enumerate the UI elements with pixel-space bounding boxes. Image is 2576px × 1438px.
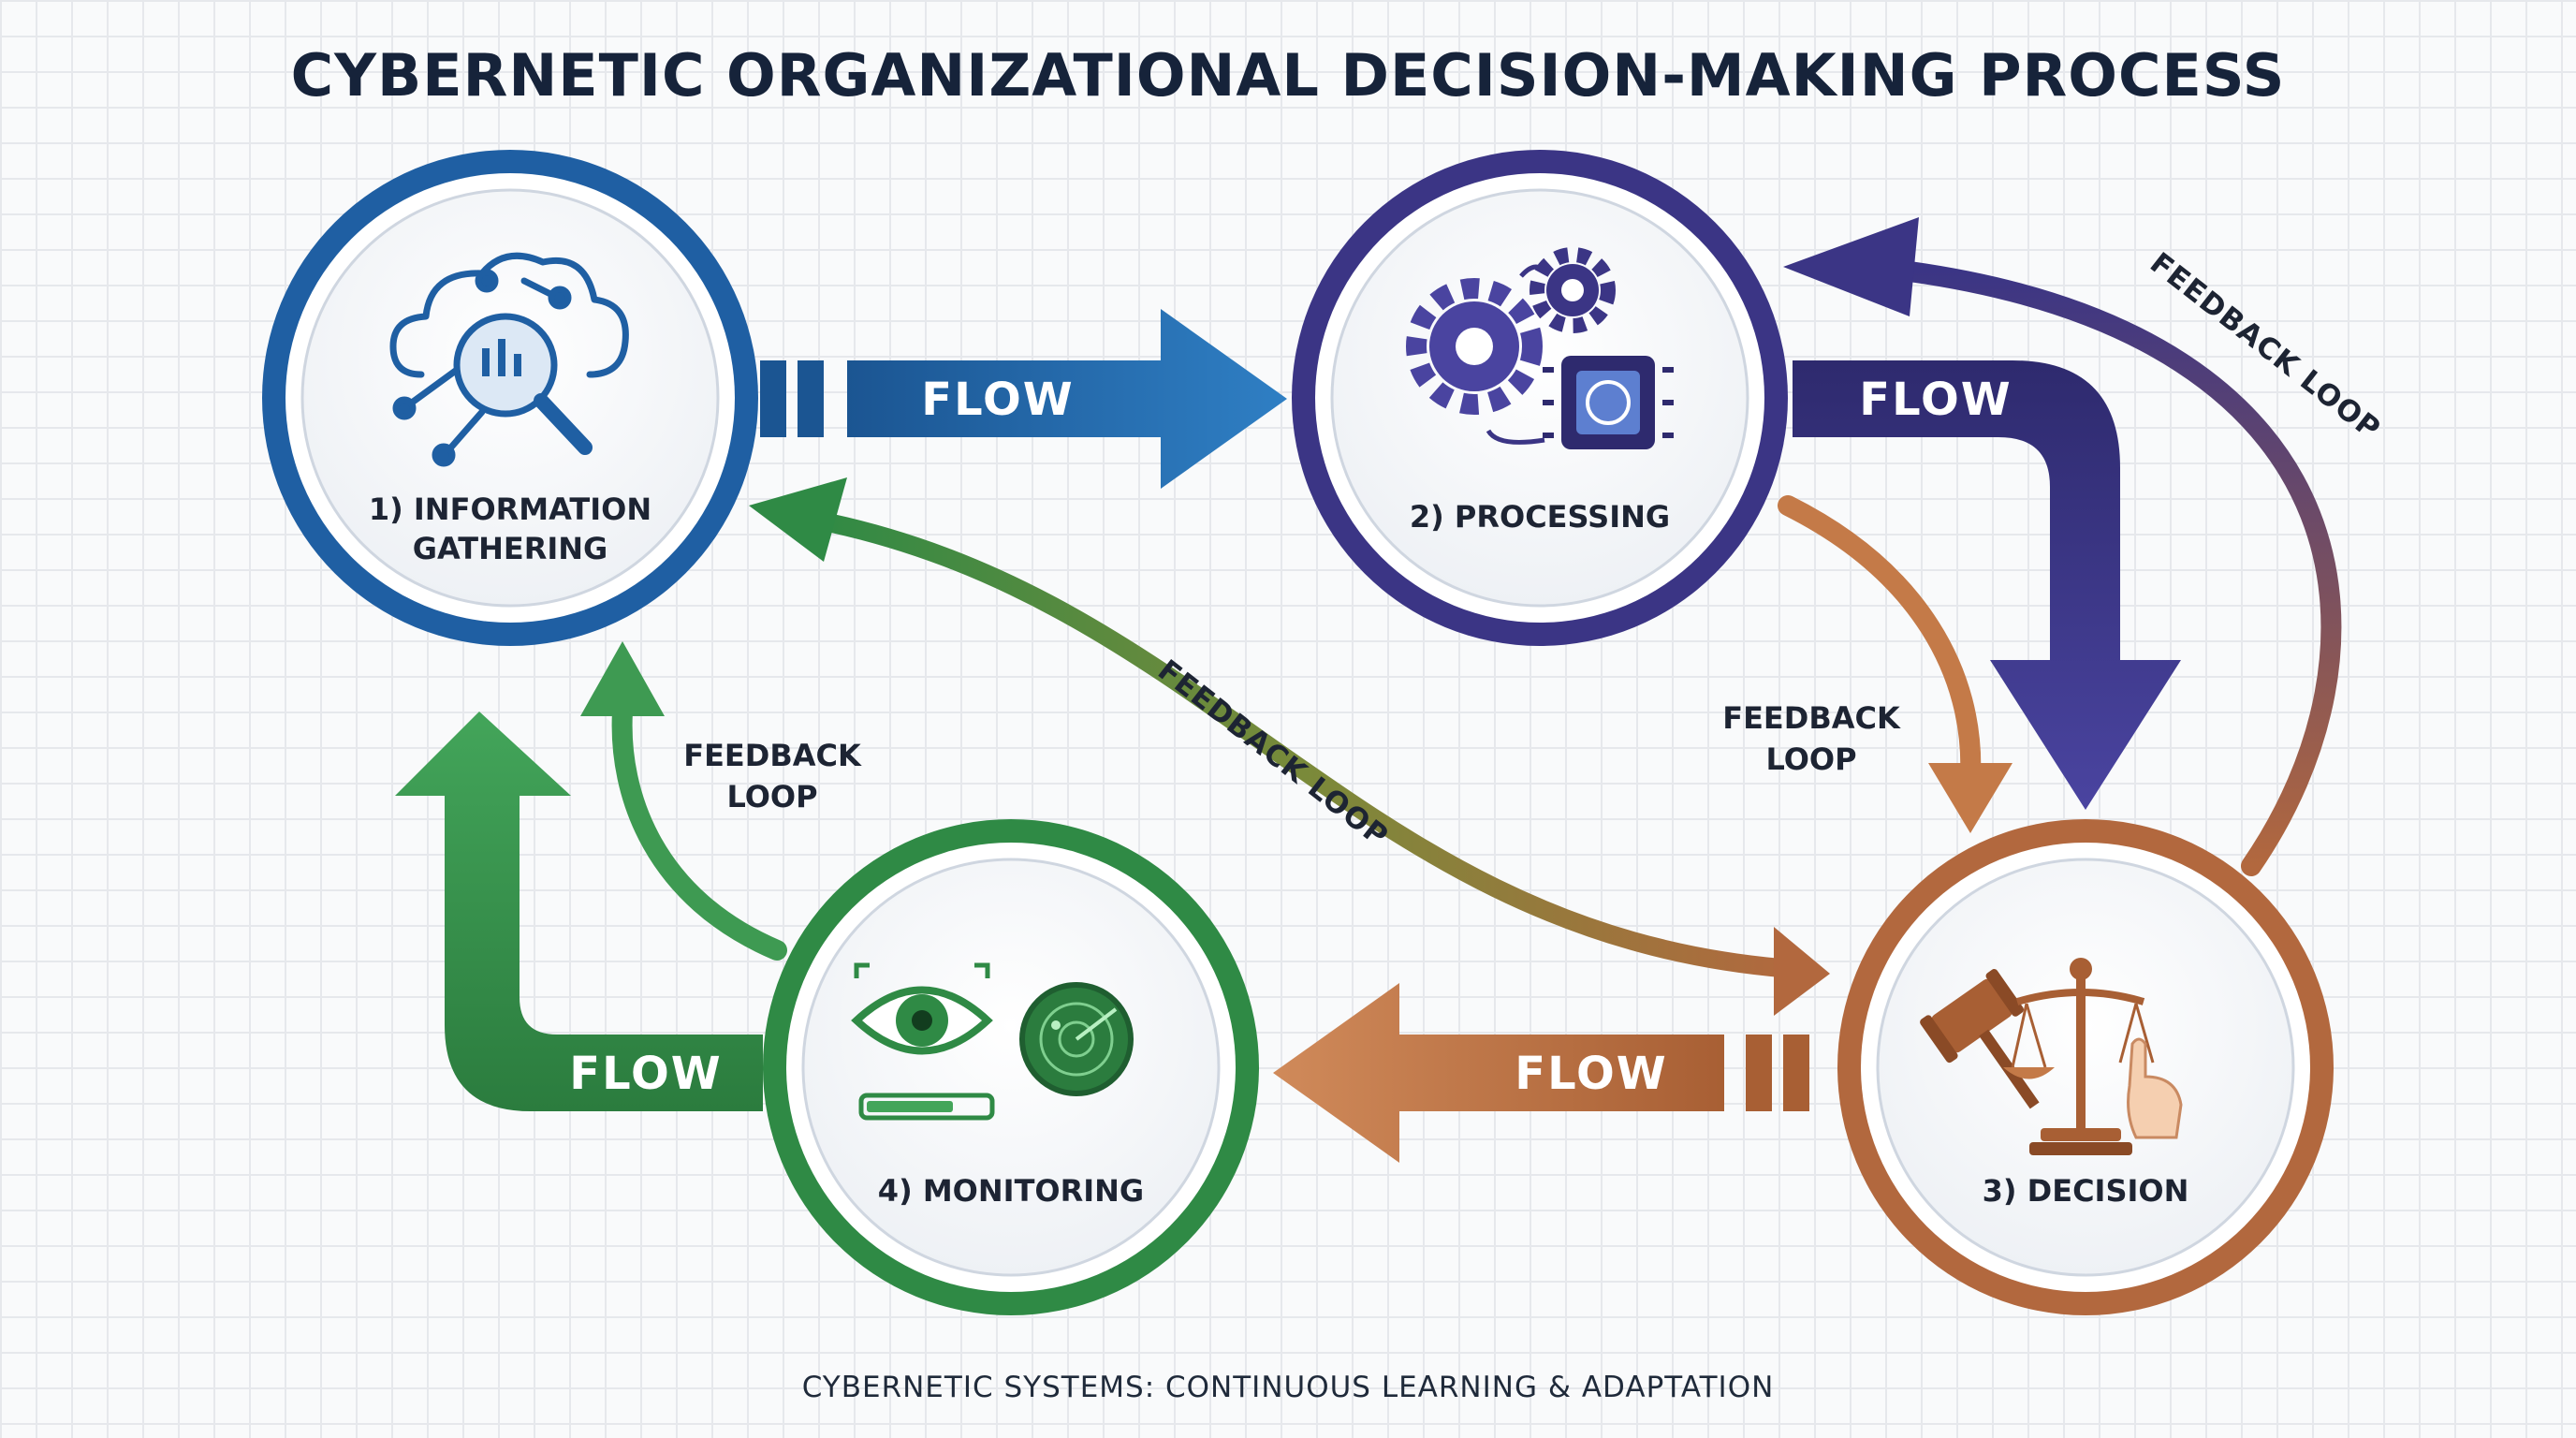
right-feedback-label-line1: FEEDBACK xyxy=(1722,700,1901,736)
gears-chip-icon xyxy=(1406,247,1674,449)
node-label-decision: 3) DECISION xyxy=(1983,1173,2189,1209)
node-processing: 2) PROCESSING xyxy=(1292,150,1788,646)
left-feedback-label-line2: LOOP xyxy=(726,779,817,814)
node-information-gathering: 1) INFORMATION GATHERING xyxy=(262,150,758,646)
diagonal-feedback-loop-arrow xyxy=(749,477,1830,1016)
node-label-gathering-line1: 1) INFORMATION xyxy=(369,492,651,527)
page-title: CYBERNETIC ORGANIZATIONAL DECISION-MAKIN… xyxy=(291,41,2286,110)
flow-label-1: FLOW xyxy=(921,374,1074,426)
node-decision: 3) DECISION xyxy=(1837,819,2334,1315)
cloud-search-icon xyxy=(389,252,629,467)
outer-feedback-loop-arrow xyxy=(1783,217,2342,876)
flow-label-2: FLOW xyxy=(1859,374,2012,426)
gavel-scales-icon xyxy=(1920,958,2183,1155)
eye-radar-icon xyxy=(851,962,1134,1121)
right-feedback-label-line2: LOOP xyxy=(1765,741,1856,777)
right-feedback-loop-arrow xyxy=(1778,495,2012,833)
diagonal-feedback-loop-label: FEEDBACK LOOP xyxy=(1151,653,1395,854)
flow-arrow-decision-to-monitoring xyxy=(1273,983,1809,1163)
page-subtitle: CYBERNETIC SYSTEMS: CONTINUOUS LEARNING … xyxy=(802,1371,1775,1404)
flow-arrow-processing-to-decision xyxy=(1793,360,2181,810)
flow-label-4: FLOW xyxy=(569,1048,722,1100)
outer-feedback-loop-label: FEEDBACK LOOP xyxy=(2144,246,2387,447)
left-feedback-loop-arrow xyxy=(580,641,787,961)
node-monitoring: 4) MONITORING xyxy=(763,819,1259,1315)
flow-arrow-gathering-to-processing xyxy=(760,309,1287,489)
node-label-monitoring: 4) MONITORING xyxy=(878,1173,1144,1209)
node-label-processing: 2) PROCESSING xyxy=(1410,499,1670,535)
node-label-gathering-line2: GATHERING xyxy=(413,531,608,566)
left-feedback-label-line1: FEEDBACK xyxy=(683,738,862,773)
flow-label-3: FLOW xyxy=(1515,1048,1667,1100)
flow-arrow-monitoring-to-gathering xyxy=(395,712,763,1111)
